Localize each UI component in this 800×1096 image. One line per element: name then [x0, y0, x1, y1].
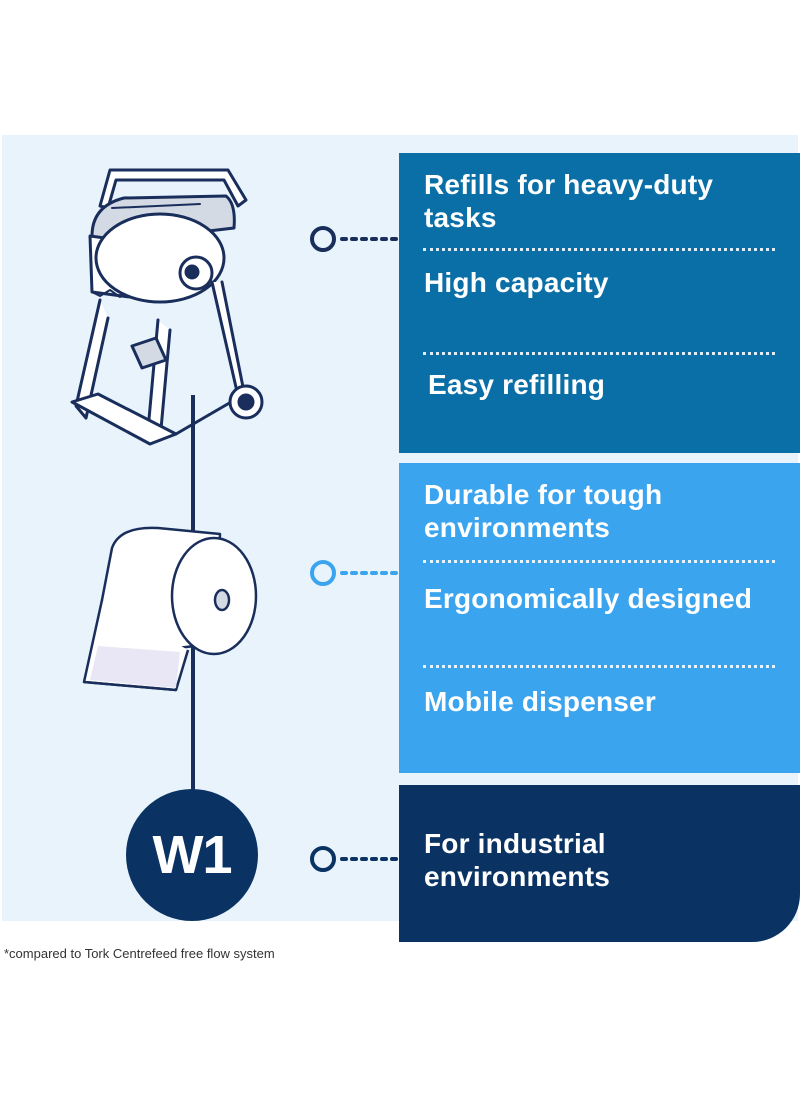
- feature-text: Durable for tough environments: [424, 479, 663, 543]
- connector-circle-1: [310, 226, 336, 252]
- footnote: *compared to Tork Centrefeed free flow s…: [4, 946, 275, 961]
- dotted-divider: [423, 665, 775, 668]
- feature-text: High capacity: [424, 267, 609, 298]
- feature-box-1: Refills for heavy-duty tasks High capaci…: [399, 153, 800, 453]
- feature-text: For industrial environments: [424, 828, 610, 892]
- connector-1: [310, 226, 398, 252]
- feature-box-2: Durable for tough environments Ergonomic…: [399, 463, 800, 773]
- connector-circle-3: [310, 846, 336, 872]
- feature-box-3: For industrial environments: [399, 785, 800, 942]
- feature-text: Refills for heavy-duty tasks: [424, 169, 714, 233]
- dotted-divider: [423, 352, 775, 355]
- connector-2: [310, 560, 398, 586]
- feature-text: Ergonomically designed: [424, 583, 753, 614]
- feature-text: Mobile dispenser: [424, 686, 656, 717]
- feature-text: Easy refilling: [428, 369, 606, 400]
- floor-stand-dispenser-icon: [70, 168, 264, 446]
- w1-badge: W1: [126, 789, 258, 921]
- dotted-divider: [423, 248, 775, 251]
- paper-roll-icon: [82, 526, 258, 692]
- dotted-divider: [423, 560, 775, 563]
- connector-3: [310, 846, 398, 872]
- connector-circle-2: [310, 560, 336, 586]
